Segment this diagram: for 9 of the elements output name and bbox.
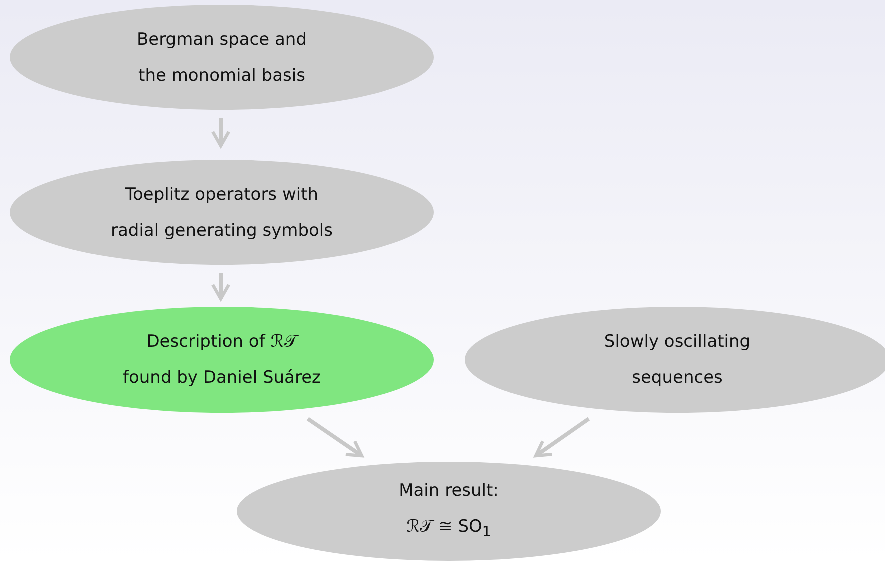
node-label: Main result: ℛ𝒯 ≅ SO$_{1}$ (398, 480, 500, 542)
arrow (211, 118, 231, 148)
arrow (306, 417, 364, 458)
node-label: Bergman space and the monomial basis (136, 28, 308, 88)
node-label: Toeplitz operators with radial generating symbols (110, 184, 334, 242)
arrow (211, 273, 231, 301)
node-label: Description of ℛ𝒯 found by Daniel Suárez (122, 331, 322, 390)
arrow (534, 417, 590, 458)
node-label: Slowly oscillating sequences (603, 331, 752, 390)
